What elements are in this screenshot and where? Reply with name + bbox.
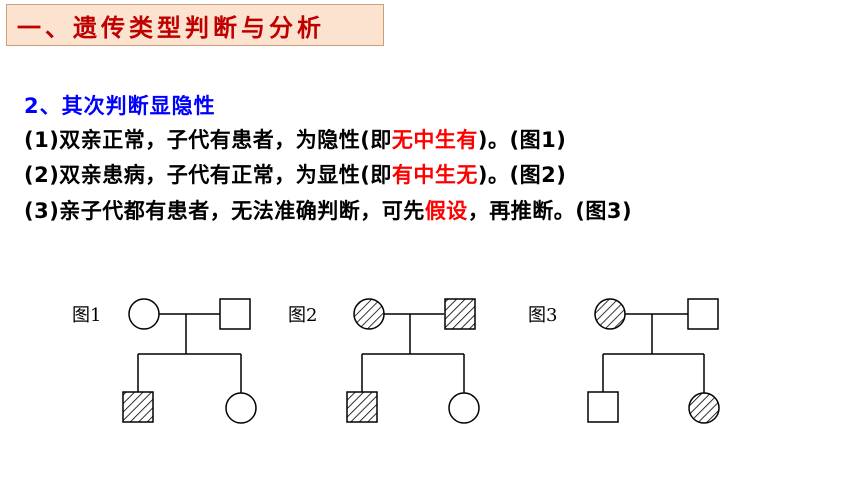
rule-1-suffix: )。(图1) bbox=[477, 128, 567, 152]
rule-3-suffix: ，再推断。(图3) bbox=[467, 199, 633, 223]
rule-3-prefix: (3)亲子代都有患者，无法准确判断，可先 bbox=[24, 199, 425, 223]
mother-normal-symbol bbox=[128, 298, 160, 330]
daughter-affected-symbol bbox=[688, 392, 720, 424]
rule-line-3: (3)亲子代都有患者，无法准确判断，可先假设，再推断。(图3) bbox=[24, 195, 632, 225]
title-banner: 一、遗传类型判断与分析 bbox=[6, 4, 384, 46]
son-affected-symbol bbox=[346, 391, 378, 423]
pedigree-figure-2: 图2 bbox=[288, 298, 480, 424]
father-normal-symbol bbox=[219, 298, 251, 330]
son-affected-symbol bbox=[122, 391, 154, 423]
pedigree-figure-3: 图3 bbox=[528, 298, 720, 424]
figure-3-label: 图3 bbox=[528, 305, 557, 326]
daughter-normal-symbol bbox=[448, 392, 480, 424]
daughter-normal-symbol bbox=[225, 392, 257, 424]
rule-2-prefix: (2)双亲患病，子代有正常，为显性(即 bbox=[24, 163, 392, 187]
rule-2-suffix: )。(图2) bbox=[477, 163, 567, 187]
son-normal-symbol bbox=[587, 391, 619, 423]
pedigree-figure-1: 图1 bbox=[72, 298, 257, 424]
rule-line-2: (2)双亲患病，子代有正常，为显性(即有中生无)。(图2) bbox=[24, 159, 566, 189]
mother-affected-symbol bbox=[594, 298, 626, 330]
figure-1-label: 图1 bbox=[72, 305, 101, 326]
rule-3-highlight: 假设 bbox=[424, 199, 468, 223]
rule-1-prefix: (1)双亲正常，子代有患者，为隐性(即 bbox=[24, 128, 392, 152]
rule-1-highlight: 无中生有 bbox=[391, 128, 478, 152]
page-title: 一、遗传类型判断与分析 bbox=[17, 13, 325, 42]
rule-line-1: (1)双亲正常，子代有患者，为隐性(即无中生有)。(图1) bbox=[24, 124, 566, 154]
father-affected-symbol bbox=[444, 298, 476, 330]
rule-2-highlight: 有中生无 bbox=[391, 163, 478, 187]
father-normal-symbol bbox=[687, 298, 719, 330]
section-subtitle: 2、其次判断显隐性 bbox=[24, 94, 216, 118]
mother-affected-symbol bbox=[353, 298, 385, 330]
figure-2-label: 图2 bbox=[288, 305, 317, 326]
